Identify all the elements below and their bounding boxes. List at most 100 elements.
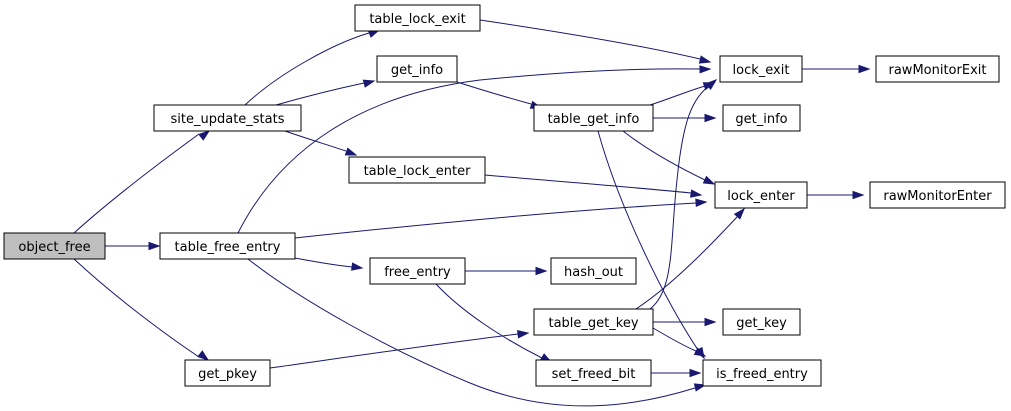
arrowhead bbox=[704, 113, 717, 123]
node-label: get_info bbox=[391, 63, 443, 78]
node-site-update-stats[interactable]: site_update_stats bbox=[153, 104, 302, 132]
node-lock-exit[interactable]: lock_exit bbox=[719, 55, 803, 83]
edge-line bbox=[484, 174, 692, 194]
edge-free-entry-to-hash-out bbox=[465, 266, 548, 276]
edge-line bbox=[622, 130, 706, 181]
edge-line bbox=[635, 216, 738, 310]
edge-table-get-key-to-is-freed-entry bbox=[652, 327, 707, 357]
edge-line bbox=[652, 327, 697, 352]
node-label: set_freed_bit bbox=[552, 367, 636, 382]
node-hash-out[interactable]: hash_out bbox=[550, 257, 637, 285]
arrowhead bbox=[695, 198, 708, 207]
arrowhead bbox=[148, 241, 161, 251]
node-raw-monitor-enter[interactable]: rawMonitorEnter bbox=[869, 181, 1006, 209]
node-object-free[interactable]: object_free bbox=[3, 232, 106, 260]
node-label: free_entry bbox=[384, 265, 451, 280]
arrowhead bbox=[699, 65, 712, 74]
edge-line bbox=[649, 85, 706, 106]
edge-line bbox=[237, 68, 701, 234]
edge-table-free-entry-to-is-freed-entry bbox=[247, 258, 707, 407]
node-set-freed-bit[interactable]: set_freed_bit bbox=[535, 359, 652, 387]
edge-line bbox=[456, 81, 532, 105]
node-get-key[interactable]: get_key bbox=[722, 308, 801, 336]
edge-object-free-to-site-update-stats bbox=[73, 130, 211, 234]
arrowhead bbox=[693, 347, 707, 357]
arrowhead bbox=[198, 130, 211, 141]
edge-line bbox=[597, 130, 699, 351]
edge-line bbox=[275, 82, 365, 106]
node-label: hash_out bbox=[564, 265, 623, 280]
node-table-get-key[interactable]: table_get_key bbox=[533, 308, 654, 336]
edge-table-get-key-to-lock-enter bbox=[635, 207, 746, 310]
edge-object-free-to-get-pkey bbox=[73, 258, 210, 361]
node-label: get_key bbox=[736, 316, 787, 331]
arrowhead bbox=[197, 350, 210, 361]
node-label: get_info bbox=[735, 112, 787, 127]
node-get-pkey[interactable]: get_pkey bbox=[184, 359, 271, 387]
edge-line bbox=[294, 202, 697, 239]
node-table-lock-enter[interactable]: table_lock_enter bbox=[348, 156, 486, 184]
arrowhead bbox=[690, 189, 703, 198]
node-label: get_pkey bbox=[198, 367, 257, 382]
arrowhead bbox=[704, 317, 717, 327]
edge-line bbox=[649, 84, 711, 310]
arrowhead bbox=[702, 175, 716, 185]
edge-line bbox=[479, 19, 701, 60]
node-label: lock_enter bbox=[727, 189, 795, 204]
arrowhead bbox=[689, 368, 702, 378]
node-get-info[interactable]: get_info bbox=[376, 55, 458, 83]
node-label: table_lock_exit bbox=[369, 12, 465, 27]
edge-table-get-key-to-get-key bbox=[653, 317, 717, 327]
arrowhead bbox=[852, 190, 865, 200]
edge-table-free-entry-to-free-entry bbox=[294, 257, 364, 271]
edge-table-lock-enter-to-lock-enter bbox=[484, 174, 703, 198]
arrowhead bbox=[351, 262, 364, 271]
node-label: site_update_stats bbox=[171, 112, 285, 127]
edge-table-get-key-to-lock-exit bbox=[649, 79, 718, 310]
node-label: object_free bbox=[18, 240, 90, 255]
edge-object-free-to-table-free-entry bbox=[105, 241, 161, 251]
edge-site-update-stats-to-table-lock-exit bbox=[244, 29, 381, 106]
edge-table-get-info-to-lock-enter bbox=[622, 130, 716, 185]
node-free-entry[interactable]: free_entry bbox=[369, 257, 466, 285]
edge-table-get-info-to-get-info-2 bbox=[653, 113, 717, 123]
edge-get-info-1-to-table-get-info bbox=[456, 81, 543, 109]
node-is-freed-entry[interactable]: is_freed_entry bbox=[702, 359, 822, 387]
node-label: is_freed_entry bbox=[716, 367, 808, 382]
node-table-lock-exit[interactable]: table_lock_exit bbox=[354, 4, 481, 32]
edge-line bbox=[73, 258, 200, 358]
edge-lock-enter-to-rawMonitorEnter bbox=[807, 190, 865, 200]
node-lock-enter[interactable]: lock_enter bbox=[714, 181, 808, 209]
edge-line bbox=[247, 258, 696, 407]
node-table-free-entry[interactable]: table_free_entry bbox=[159, 232, 296, 260]
edge-line bbox=[269, 333, 519, 369]
node-label: table_get_info bbox=[548, 112, 640, 127]
node-label: rawMonitorExit bbox=[889, 63, 987, 78]
arrowhead bbox=[858, 64, 871, 74]
edge-table-lock-exit-to-lock-exit bbox=[479, 19, 712, 64]
node-label: table_get_key bbox=[548, 316, 638, 331]
edge-line bbox=[73, 133, 200, 234]
edge-line bbox=[435, 283, 543, 359]
node-get-info-leaf[interactable]: get_info bbox=[722, 104, 801, 132]
node-table-get-info[interactable]: table_get_info bbox=[533, 104, 654, 132]
arrowhead bbox=[517, 330, 530, 339]
edge-line bbox=[284, 130, 347, 152]
node-label: table_lock_enter bbox=[364, 164, 471, 179]
edge-table-free-entry-to-lock-exit bbox=[237, 65, 712, 234]
arrowhead bbox=[344, 147, 358, 156]
edge-lock-exit-to-rawMonitorExit bbox=[802, 64, 871, 74]
node-label: lock_exit bbox=[733, 63, 790, 78]
arrowhead bbox=[362, 79, 376, 88]
edge-line bbox=[294, 257, 353, 268]
node-raw-monitor-exit[interactable]: rawMonitorExit bbox=[875, 55, 1000, 83]
node-label: table_free_entry bbox=[175, 240, 281, 255]
edge-site-update-stats-to-get-info-1 bbox=[275, 79, 376, 106]
edge-table-get-info-to-lock-exit bbox=[649, 82, 716, 106]
arrowhead bbox=[535, 266, 548, 276]
arrowhead bbox=[698, 55, 712, 64]
edge-set-freed-bit-to-is-freed-entry bbox=[651, 368, 702, 378]
arrowhead bbox=[705, 79, 718, 90]
edge-table-free-entry-to-lock-enter bbox=[294, 198, 708, 239]
